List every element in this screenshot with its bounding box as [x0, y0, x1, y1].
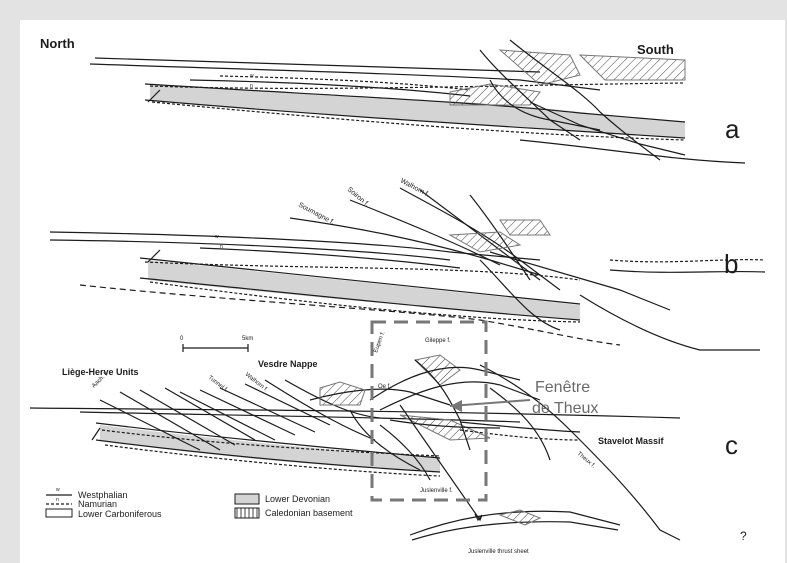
walhorn-c-label: Walhorn f. [244, 372, 269, 394]
south-label: South [637, 42, 674, 57]
legend: w n Westphalian Namurian Lower Carbonife… [46, 487, 353, 519]
stavelot-massif-label: Stavelot Massif [598, 436, 665, 446]
w-mark-b: w [215, 234, 219, 240]
legend-lower-carboniferous-swatch [46, 509, 72, 517]
fenetre-label: Fenêtre [535, 379, 590, 396]
north-label: North [40, 36, 75, 51]
panel-b-label: b [724, 249, 738, 279]
scale-bar [183, 344, 248, 352]
question-mark-label: ? [740, 529, 747, 543]
cross-section-figure: 0 5km North South a b c w n w n Walhorn … [20, 20, 785, 563]
oe-label: Oe f. [378, 384, 391, 390]
juslenville-inset [410, 510, 620, 540]
soiron-label: Soiron f. [346, 186, 371, 208]
n-mark-b: n [220, 244, 223, 250]
n-mark-a: n [250, 83, 253, 89]
eupen-label: Eupen f. [373, 330, 386, 353]
gileppe-label: Gileppe f. [425, 338, 451, 344]
section-b [50, 188, 765, 350]
legend-w-mark: w [56, 487, 60, 493]
section-a [90, 40, 745, 163]
cross-section-drawing: 0 5km North South a b c w n w n Walhorn … [20, 20, 785, 563]
legend-n-mark: n [56, 497, 59, 503]
de-theux-label: de Theux [532, 400, 598, 417]
legend-namurian-text: Namurian [78, 499, 117, 509]
juslenville-f-label: Juslenville f. [420, 488, 453, 494]
panel-c-label: c [725, 430, 738, 460]
w-mark-a: w [250, 73, 254, 79]
fenetre-arrowhead [450, 400, 462, 412]
scale-five-label: 5km [242, 336, 253, 342]
vesdre-nappe-label: Vesdre Nappe [258, 359, 318, 369]
legend-lower-carboniferous-text: Lower Carboniferous [78, 509, 162, 519]
juslenville-sheet-label: Juslenville thrust sheet [468, 549, 529, 555]
legend-lower-devonian-swatch [235, 494, 259, 504]
legend-caledonian-text: Caledonian basement [265, 508, 353, 518]
panel-a-label: a [725, 114, 740, 144]
scale-zero-label: 0 [180, 336, 184, 342]
soumagne-label: Soumagne f. [297, 202, 335, 227]
tunnel-label: Tunnel f. [207, 375, 229, 394]
legend-lower-devonian-text: Lower Devonian [265, 494, 330, 504]
legend-caledonian-swatch [235, 508, 259, 518]
